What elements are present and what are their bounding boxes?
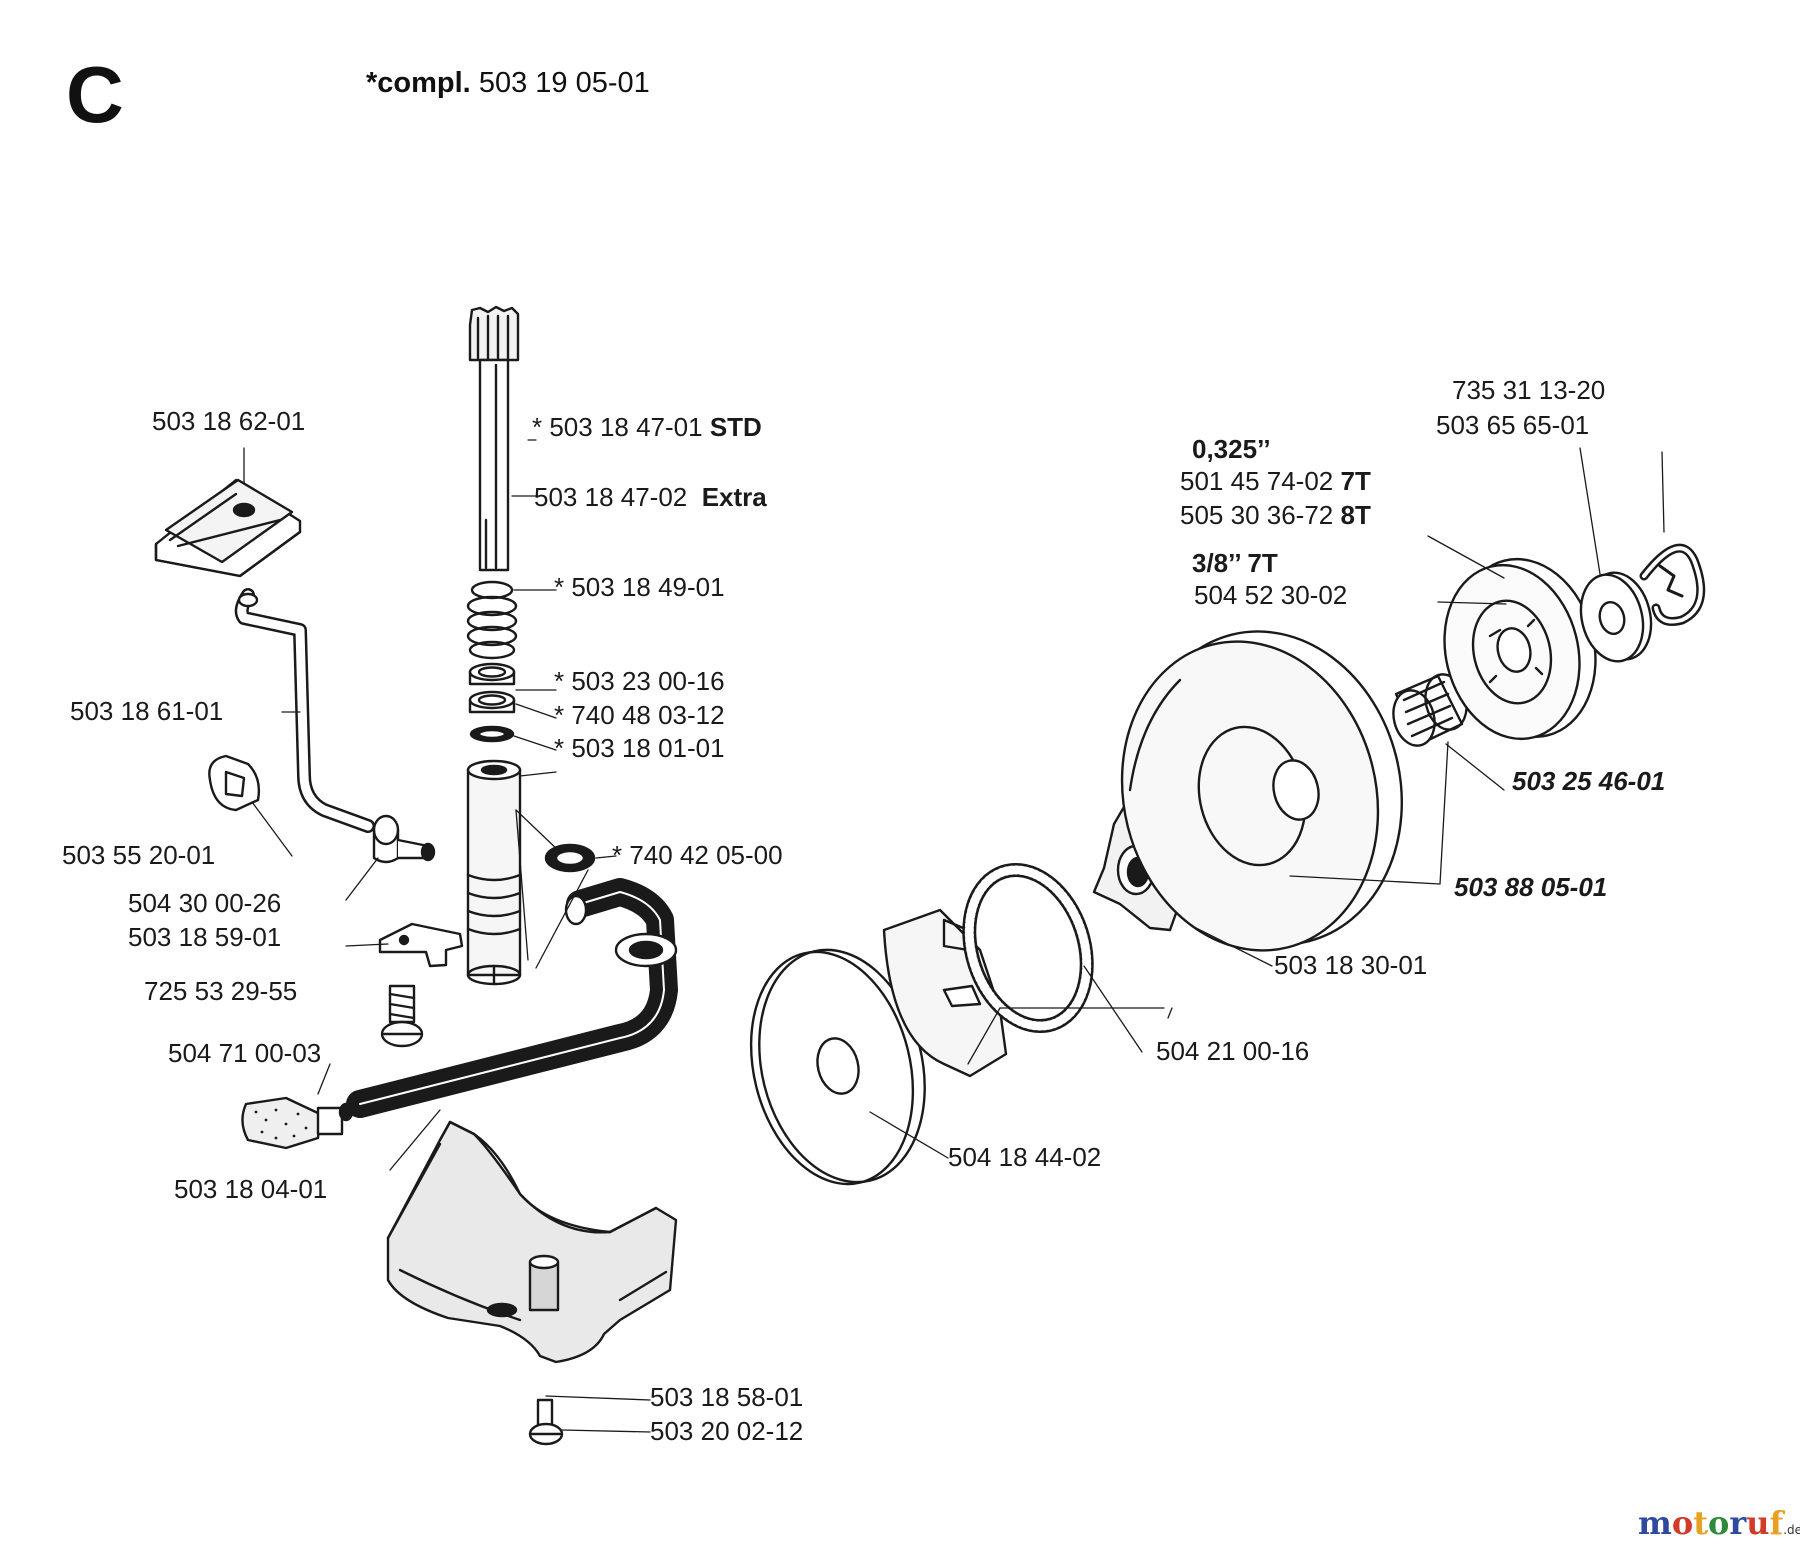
part-label: 503 55 20-01: [62, 840, 216, 870]
watermark-letter: u: [1746, 1504, 1770, 1542]
part-label: 503 18 47-02 Extra: [534, 482, 767, 512]
part-label: 503 65 65-01: [1436, 410, 1590, 440]
retainer-plate-503-18-59: [378, 922, 464, 968]
part-number-bold: 503 25 46-01: [1512, 766, 1666, 796]
part-label: 503 18 58-01: [650, 1382, 804, 1412]
complete-assembly-note: *compl. 503 19 05-01: [366, 67, 650, 100]
watermark-suffix: .de: [1783, 1523, 1800, 1537]
part-number-bold: 503 88 05-01: [1454, 872, 1608, 902]
watermark-letter: o: [1671, 1504, 1694, 1542]
part-label: 504 52 30-02: [1194, 580, 1348, 610]
washers-column: [468, 662, 516, 743]
oil-filter-504-71: [241, 1096, 354, 1150]
part-label: * 503 18 01-01: [554, 733, 725, 763]
part-label: 503 18 61-01: [70, 696, 224, 726]
watermark-letter: f: [1769, 1504, 1784, 1542]
oil-seal-740-42: [544, 843, 596, 873]
clutch-drum-503-88: [1120, 630, 1404, 952]
part-label: * 503 18 47-01 STD: [532, 412, 762, 442]
part-label: 505 30 36-72 8T: [1180, 500, 1371, 530]
part-label: * 740 48 03-12: [554, 700, 725, 730]
pipe-nipple-504-30: [372, 814, 436, 864]
chain-guide-plate-503-18-58: [386, 1120, 678, 1364]
stray-tick: [1167, 1007, 1173, 1019]
pitch-heading: 3/8’’ 7T: [1192, 548, 1278, 578]
watermark-letter: o: [1707, 1504, 1730, 1542]
part-label: 503 18 04-01: [174, 1174, 328, 1204]
compl-part-number: 503 19 05-01: [478, 67, 650, 99]
pitch-38-7t: 3/8’’ 7T: [1192, 548, 1278, 578]
part-label: 503 25 46-01: [1512, 766, 1665, 796]
part-label: 501 45 74-02 7T: [1180, 466, 1371, 496]
pump-adjuster-screw: [468, 305, 520, 572]
spring: [466, 580, 518, 660]
part-label: * 503 18 49-01: [554, 572, 725, 602]
needle-bearing-503-25: [1392, 673, 1468, 747]
washer-503-65-65: [1579, 571, 1653, 663]
suction-pipe: [234, 588, 375, 833]
pitch-0325: 0,325’’: [1192, 434, 1271, 464]
part-number: * 503 18 47-01: [532, 412, 703, 442]
part-number: 505 30 36-72: [1180, 500, 1334, 530]
pump-housing: [466, 759, 522, 986]
motoruf-watermark-logo: motoruf.de: [1638, 1504, 1800, 1542]
part-label: 503 88 05-01: [1454, 872, 1607, 902]
tooth-count: 8T: [1340, 500, 1371, 530]
part-label: 503 20 02-12: [650, 1416, 804, 1446]
pitch-heading: 0,325’’: [1192, 434, 1271, 464]
part-label: 504 18 44-02: [948, 1142, 1102, 1172]
clutch-spring-504-21: [962, 862, 1094, 1034]
watermark-letter: t: [1693, 1504, 1708, 1542]
oil-hose: [346, 878, 678, 1118]
leader-lines: [243, 439, 1665, 1433]
grommet-503-55-20: [208, 754, 261, 812]
part-label: 503 18 62-01: [152, 406, 306, 436]
part-label: 504 71 00-03: [168, 1038, 322, 1068]
screw-725-53-29: [380, 984, 424, 1048]
part-label: 504 21 00-16: [1156, 1036, 1310, 1066]
tooth-count: 7T: [1340, 466, 1371, 496]
part-label: 735 31 13-20: [1452, 375, 1606, 405]
part-label: 503 18 30-01: [1274, 950, 1428, 980]
part-number: 501 45 74-02: [1180, 466, 1334, 496]
section-letter: C: [66, 50, 124, 139]
variant-tag: Extra: [701, 482, 767, 512]
watermark-letter: r: [1729, 1504, 1747, 1542]
part-label: * 740 42 05-00: [612, 840, 783, 870]
part-label: 503 18 59-01: [128, 922, 282, 952]
washer-504-18-44: [749, 948, 926, 1186]
watermark-letters: motoruf: [1638, 1504, 1783, 1542]
watermark-letter: m: [1638, 1504, 1672, 1542]
screw-503-20-02: [528, 1398, 564, 1446]
compl-prefix: *compl.: [366, 67, 471, 99]
lock-ring-735-31: [1639, 543, 1706, 626]
part-label: 725 53 29-55: [144, 976, 298, 1006]
variant-tag: STD: [709, 412, 762, 442]
part-number: 503 18 47-02: [534, 482, 688, 512]
part-label: * 503 23 00-16: [554, 666, 725, 696]
part-label: 504 30 00-26: [128, 888, 282, 918]
oil-tank-gasket-plate: [154, 478, 302, 578]
